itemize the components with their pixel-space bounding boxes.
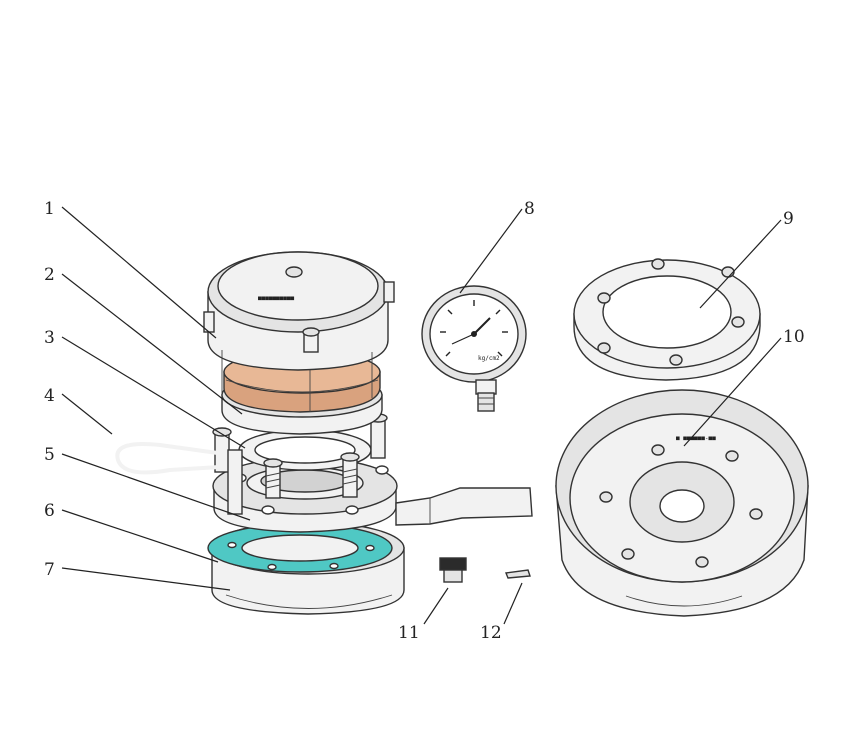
- bolts: [212, 413, 388, 499]
- callout-11: 11: [398, 623, 420, 643]
- part-8-pressure-gauge: kg/cm2: [421, 285, 527, 412]
- part-4-wire-handle: [115, 442, 243, 515]
- callout-9: 9: [783, 209, 794, 229]
- callout-3: 3: [44, 328, 55, 348]
- part-12-pin: [505, 569, 531, 579]
- leader-8: [459, 208, 523, 294]
- callout-8: 8: [524, 199, 535, 219]
- bolt: [263, 458, 283, 499]
- leader-10: [683, 337, 782, 447]
- callout-10: 10: [783, 327, 805, 347]
- callout-4: 4: [44, 386, 55, 406]
- part-1-top-housing: ■■■■■■■■■■: [203, 251, 395, 412]
- callout-2: 2: [44, 265, 55, 285]
- gauge-needle: [473, 317, 491, 335]
- leader-5: [61, 453, 251, 521]
- gauge-unit-text: kg/cm2: [478, 355, 500, 362]
- gauge-ticks: [440, 300, 508, 357]
- part-10-holder-cup: ■ ■■■■■■-■■: [555, 389, 809, 617]
- housing-engraving: ■■■■■■■■■■: [258, 295, 295, 302]
- callout-5: 5: [44, 445, 55, 465]
- callout-labels: 1 2 3 4 5 6 7 8 9 10 11 12: [44, 199, 805, 643]
- leader-9: [699, 219, 782, 309]
- callout-6: 6: [44, 501, 55, 521]
- flange-tab: [395, 487, 533, 526]
- leader-3: [61, 336, 246, 449]
- part-11-plug: [439, 557, 467, 583]
- leader-1: [61, 206, 217, 339]
- leader-11: [423, 587, 449, 625]
- callout-7: 7: [44, 560, 55, 580]
- holder-engraving: ■ ■■■■■■-■■: [676, 435, 716, 442]
- part-6-gasket: [207, 523, 393, 573]
- leader-2: [61, 273, 243, 415]
- callout-12: 12: [480, 623, 502, 643]
- leader-lines: [61, 206, 782, 625]
- leader-12: [503, 582, 523, 625]
- bolt: [340, 452, 360, 498]
- leader-4: [61, 393, 113, 435]
- leader-7: [61, 567, 231, 591]
- leader-6: [61, 509, 219, 563]
- part-9-cover-plate: [573, 258, 761, 381]
- callout-1: 1: [44, 199, 55, 219]
